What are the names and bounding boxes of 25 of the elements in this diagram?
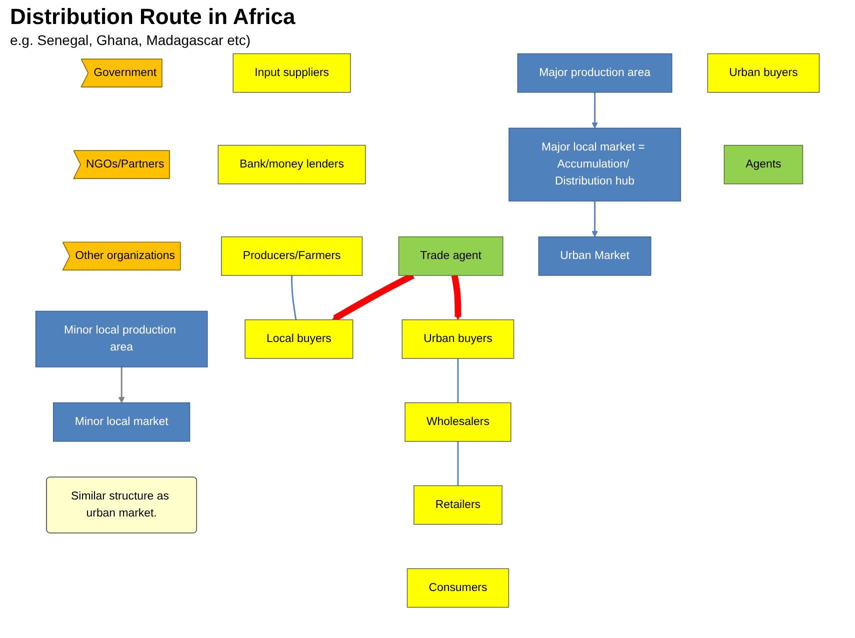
node-box: Major local market = Accumulation/ Distribution hub [508, 128, 681, 202]
node-box: Minor local production area [35, 310, 208, 368]
arrow [592, 92, 598, 128]
node-box: Bank/money lenders [218, 144, 366, 184]
node-box: Consumers [406, 568, 510, 608]
diagram-title: Distribution Route in Africa [10, 4, 296, 30]
node-box: Urban Market [538, 236, 652, 276]
node-box: Urban buyers [402, 319, 514, 359]
node-box: Agents [724, 144, 804, 184]
node-box: Trade agent [398, 236, 504, 276]
node-box: Retailers [414, 485, 502, 525]
node-box: Major production area [517, 53, 672, 93]
node-box: Wholesalers [404, 402, 512, 442]
node-box: Input suppliers [232, 53, 351, 93]
subtitle-note: e.g. Senegal, Ghana, Madagascar etc) [10, 32, 252, 48]
arrow [118, 366, 125, 404]
connector [457, 358, 459, 403]
arrow [592, 201, 598, 238]
node-box: Urban buyers [707, 53, 820, 93]
node-box: Minor local market [53, 402, 190, 442]
connector [291, 275, 297, 320]
arrow [451, 274, 462, 320]
node-box: Local buyers [244, 319, 354, 359]
connector [457, 441, 459, 486]
node-box: Producers/Farmers [221, 236, 363, 276]
